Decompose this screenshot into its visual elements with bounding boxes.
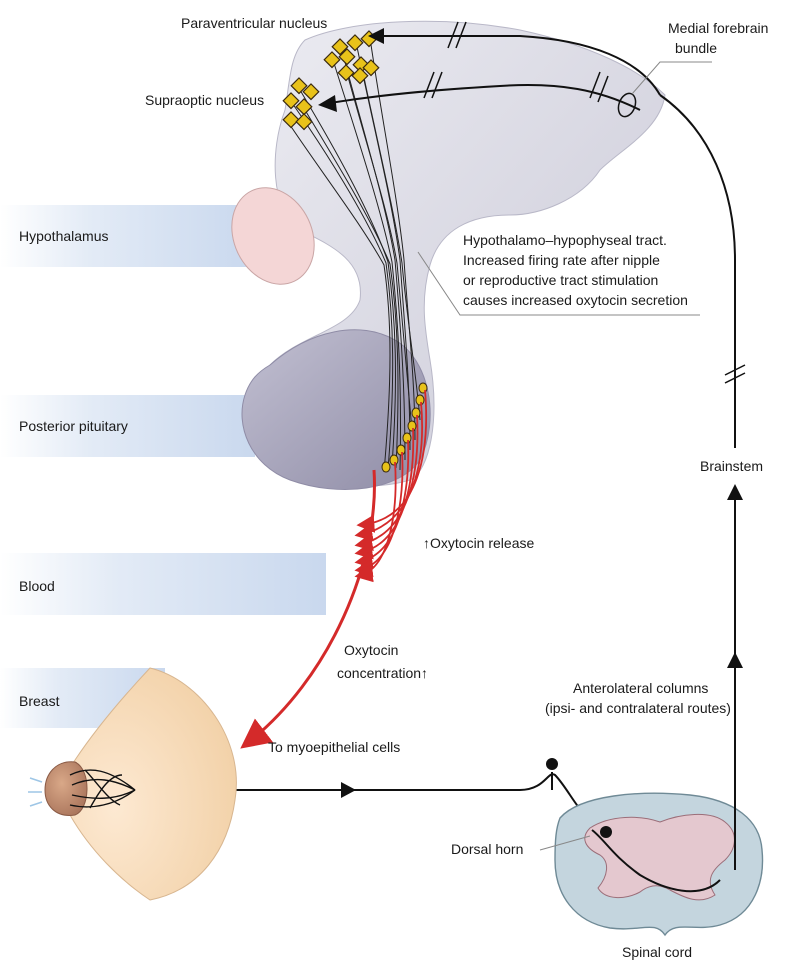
paraventricular-neurons: [323, 30, 380, 85]
label-tract-1: Hypothalamo–hypophyseal tract.: [463, 232, 667, 248]
leader-dorsal-horn: [539, 835, 591, 851]
break-mark-5: [423, 71, 435, 99]
break-mark-2: [724, 372, 746, 384]
band-posterior-pituitary: [0, 395, 255, 457]
label-medial-forebrain-2: bundle: [675, 40, 717, 56]
medial-forebrain-bundle-ring: [617, 92, 637, 118]
label-tract-4: causes increased oxytocin secretion: [463, 292, 688, 308]
label-brainstem: Brainstem: [700, 458, 763, 474]
label-paraventricular: Paraventricular nucleus: [181, 15, 327, 31]
neuron-fibers: [289, 37, 421, 473]
label-anterolateral-1: Anterolateral columns: [573, 680, 708, 696]
label-oxytocin-release: ↑Oxytocin release: [423, 535, 534, 551]
leader-medial-forebrain: [631, 61, 712, 95]
oxytocin-release-arrows: [354, 389, 428, 583]
break-mark-7: [589, 71, 601, 99]
region-hypothalamus: Hypothalamus: [19, 228, 109, 244]
label-medial-forebrain-1: Medial forebrain: [668, 20, 768, 36]
posterior-pituitary-shape: [241, 329, 431, 490]
region-posterior-pituitary: Posterior pituitary: [19, 418, 128, 434]
supraoptic-arrowhead: [318, 95, 337, 112]
afferent-arrowhead: [341, 782, 356, 798]
break-mark-4: [455, 21, 467, 49]
label-dorsal-horn: Dorsal horn: [451, 841, 523, 857]
hypothalamus-pink-body: [231, 187, 315, 285]
region-blood: Blood: [19, 578, 55, 594]
mfb-to-paraventricular: [380, 35, 661, 96]
break-mark-6: [431, 71, 443, 99]
label-concentration-1: Oxytocin: [344, 642, 398, 658]
paraventricular-arrowhead: [368, 28, 384, 44]
label-myoepithelial: To myoepithelial cells: [268, 739, 400, 755]
label-tract-2: Increased firing rate after nipple: [463, 252, 660, 268]
pituitary-terminals: [381, 382, 428, 473]
afferent-nerve: [135, 773, 586, 816]
supraoptic-neurons: [282, 77, 320, 131]
spinal-cord: [554, 792, 764, 937]
break-mark-1: [724, 364, 746, 376]
ascending-arrowhead-lower: [727, 652, 743, 668]
break-mark-8: [597, 75, 609, 103]
band-blood: [0, 553, 326, 615]
region-breast: Breast: [19, 693, 60, 709]
label-tract-3: or reproductive tract stimulation: [463, 272, 658, 288]
label-concentration-2: concentration↑: [337, 665, 428, 681]
dorsal-root-ganglion: [546, 758, 558, 770]
leader-tract: [417, 251, 700, 316]
blood-to-breast-arrow: [240, 469, 376, 749]
band-hypothalamus: [0, 205, 255, 267]
breast: [28, 667, 237, 901]
label-spinal-cord: Spinal cord: [622, 944, 692, 960]
label-anterolateral-2: (ipsi- and contralateral routes): [545, 700, 731, 716]
ascending-arrowhead-upper: [727, 484, 743, 500]
label-supraoptic: Supraoptic nucleus: [145, 92, 264, 108]
ascending-tract-upper: [659, 94, 736, 448]
break-mark-3: [447, 21, 459, 49]
